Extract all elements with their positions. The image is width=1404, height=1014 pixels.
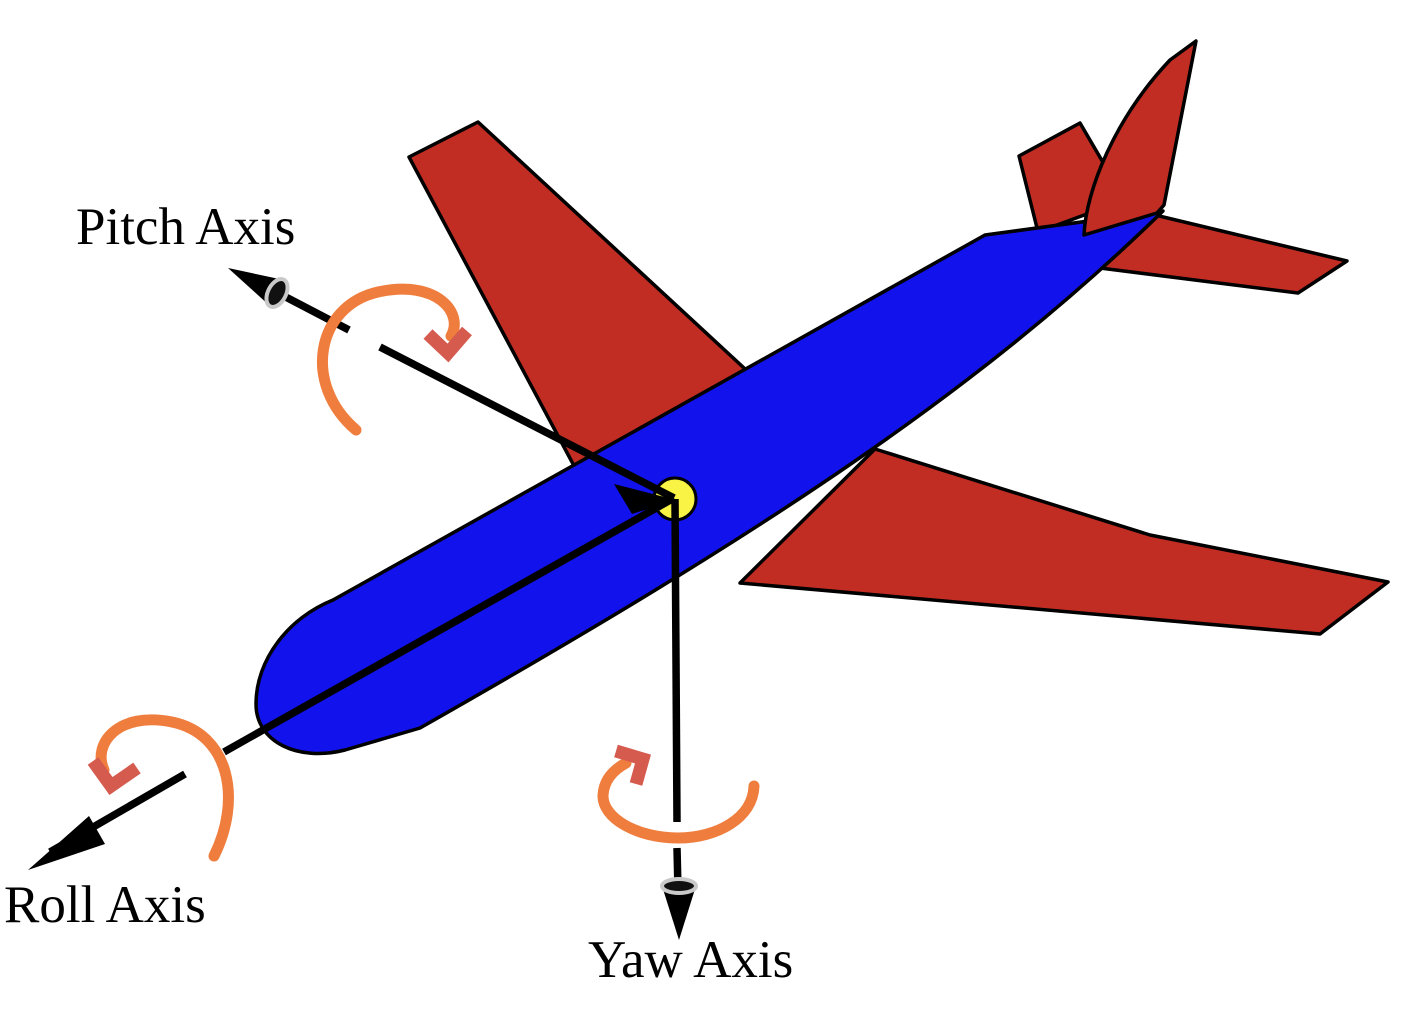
roll-rotation-arrowhead bbox=[87, 757, 141, 795]
yaw-rotation-arrowhead bbox=[614, 744, 651, 786]
yaw-axis-line bbox=[671, 498, 681, 823]
yaw-axis-cone-base bbox=[660, 877, 698, 895]
yaw-axis-label: Yaw Axis bbox=[588, 931, 793, 989]
roll-axis-arrowhead bbox=[28, 816, 105, 870]
vertical-fin bbox=[1082, 39, 1198, 237]
pitch-center-arrowhead bbox=[614, 484, 676, 514]
roll-axis-label: Roll Axis bbox=[4, 876, 206, 934]
right-wing bbox=[738, 447, 1390, 636]
pitch-axis-label: Pitch Axis bbox=[76, 198, 295, 256]
pitch-rotation-arc bbox=[317, 283, 460, 436]
pitch-rotation-arrowhead bbox=[423, 326, 472, 363]
pitch-axis-cone-base bbox=[264, 277, 290, 309]
roll-axis bbox=[28, 494, 676, 870]
rotation-arrows bbox=[87, 283, 760, 862]
yaw-axis-arrowhead-cone bbox=[662, 886, 696, 940]
yaw-rotation-arc bbox=[597, 757, 760, 844]
roll-axis-line bbox=[222, 494, 676, 756]
yaw-axis bbox=[660, 498, 698, 940]
airplane bbox=[254, 39, 1390, 756]
roll-rotation-arc bbox=[95, 714, 234, 862]
fuselage bbox=[254, 209, 1165, 756]
pitch-axis-line bbox=[378, 343, 676, 502]
